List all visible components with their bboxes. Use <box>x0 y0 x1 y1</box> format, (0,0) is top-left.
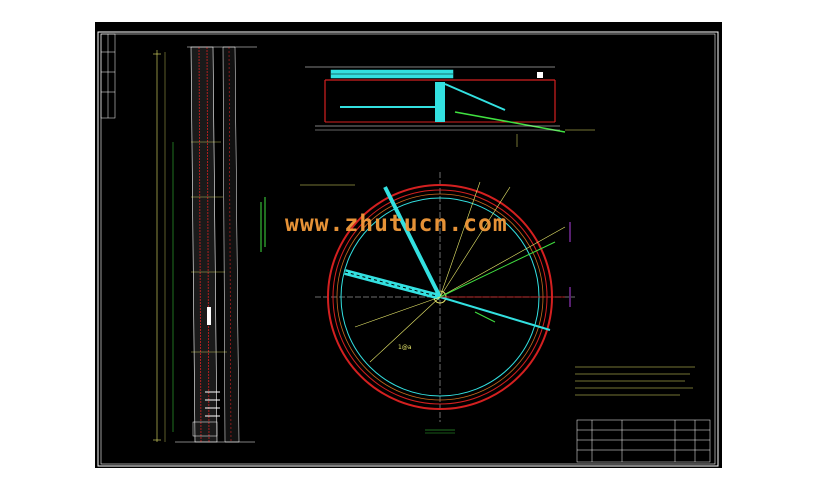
watermark: www.zhutucn.com <box>285 211 508 237</box>
bridge-elevation <box>305 66 595 147</box>
plan-view-label: 1@a <box>398 344 412 351</box>
cad-drawing <box>97 31 719 467</box>
notes-block <box>575 366 695 396</box>
drawing-sheet: 1@a www.zhutucn.com <box>95 22 722 468</box>
tank-plan <box>300 172 575 434</box>
wall-section <box>153 46 266 443</box>
inner-frame <box>100 33 716 465</box>
title-block <box>576 419 711 463</box>
outer-frame <box>97 31 719 467</box>
binding-strip <box>100 33 116 119</box>
